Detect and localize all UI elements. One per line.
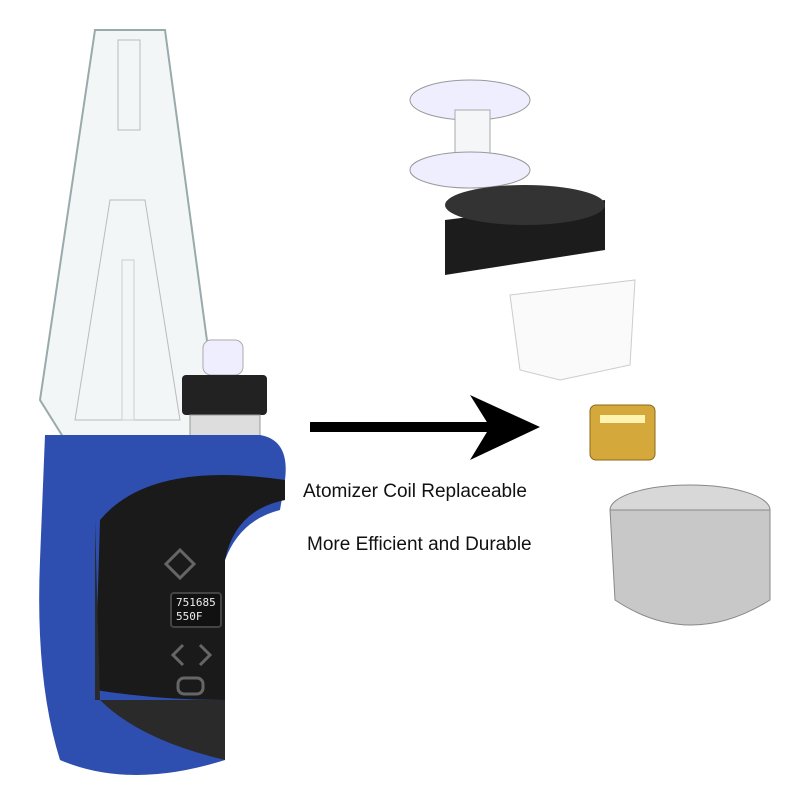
arrow-right-icon [310,395,540,460]
black-cap-ring [445,185,605,275]
steel-chamber [609,484,771,626]
caption-efficient-durable: More Efficient and Durable [307,534,532,555]
ceramic-cup [509,279,636,381]
screen-line-1: 751685 [176,596,216,609]
gold-coil [589,404,656,461]
caption-coil-replaceable: Atomizer Coil Replaceable [303,481,527,502]
screen-line-2: 550F [176,610,203,623]
device-screen: 751685 550F [170,592,222,628]
glass-carb-cap [409,79,531,189]
device-body [39,435,286,775]
